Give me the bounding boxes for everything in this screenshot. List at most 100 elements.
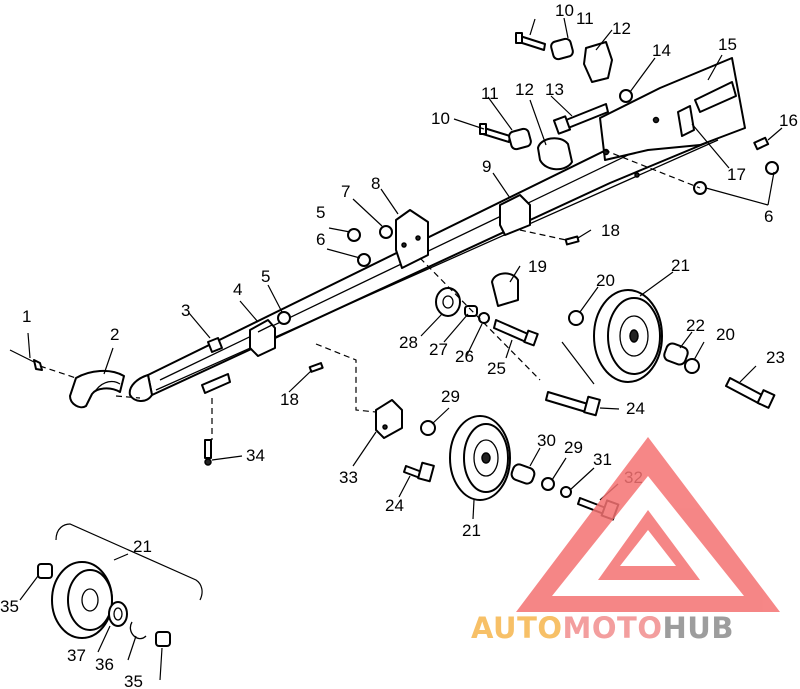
part-2-nose-cap — [69, 370, 125, 409]
callout-12: 12 — [612, 19, 631, 38]
callout-12: 12 — [515, 80, 534, 99]
watermark-moto: MOTO — [563, 611, 663, 645]
callout-10: 10 — [555, 1, 574, 20]
part-29-washer-right — [541, 477, 555, 491]
callout-21: 21 — [133, 537, 152, 556]
wheel-detail-inset — [37, 523, 203, 647]
callout-30: 30 — [537, 431, 556, 450]
callout-34: 34 — [246, 446, 265, 465]
part-9-bracket — [499, 194, 531, 236]
part-26-washer — [478, 312, 490, 324]
part-16-bolt — [753, 136, 770, 151]
callout-35: 35 — [0, 597, 19, 616]
callout-3: 3 — [181, 301, 190, 320]
part-30-sleeve — [510, 463, 536, 485]
part-19-bushing — [491, 272, 519, 307]
callout-24: 24 — [626, 399, 645, 418]
part-18-pin-rear — [564, 235, 580, 246]
part-8-bracket — [395, 209, 429, 269]
part-28-spacer — [435, 287, 461, 317]
callout-10: 10 — [431, 109, 450, 128]
callout-36: 36 — [95, 655, 114, 674]
callout-14: 14 — [652, 41, 671, 60]
callout-8: 8 — [371, 174, 380, 193]
part-23-bolt — [725, 377, 776, 409]
callout-37: 37 — [67, 646, 86, 665]
watermark-triangle-logo — [516, 437, 780, 612]
part-12-block-upper — [583, 41, 613, 83]
callout-11: 11 — [481, 84, 499, 103]
part-17-clip — [677, 105, 695, 137]
callout-23: 23 — [766, 348, 785, 367]
callout-9: 9 — [482, 157, 491, 176]
watermark-auto: AUTO — [471, 611, 563, 645]
callout-2: 2 — [110, 325, 119, 344]
part-6-nut-rear-b — [765, 161, 779, 175]
callout-4: 4 — [233, 280, 242, 299]
part-21-wheel-lower — [449, 415, 511, 501]
callout-20: 20 — [716, 325, 735, 344]
callout-35: 35 — [124, 672, 143, 689]
part-20-washer-upper — [568, 310, 584, 326]
callout-26: 26 — [455, 347, 474, 366]
part-4-bracket — [249, 319, 276, 357]
automotohub-watermark: AUTOMOTOHUB — [471, 437, 780, 645]
callout-18: 18 — [280, 390, 299, 409]
callout-28: 28 — [399, 333, 418, 352]
part-24-bolt-short — [403, 461, 435, 483]
callout-27: 27 — [429, 340, 448, 359]
svg-text:AUTOMOTOHUB: AUTOMOTOHUB — [471, 611, 734, 645]
callout-31: 31 — [593, 450, 612, 469]
part-18-pin-front — [308, 362, 324, 373]
part-3-clip — [207, 337, 223, 353]
callout-33: 33 — [339, 468, 358, 487]
callout-18: 18 — [601, 221, 620, 240]
part-29-washer-left — [420, 420, 436, 436]
callout-6: 6 — [764, 207, 773, 226]
callout-15: 15 — [718, 35, 737, 54]
leader-lines — [19, 17, 783, 681]
callout-13: 13 — [545, 80, 564, 99]
watermark-hub: HUB — [663, 611, 734, 645]
callout-24: 24 — [385, 496, 404, 515]
part-34-bolt — [204, 439, 212, 466]
part-7-nut — [379, 225, 393, 239]
callout-6: 6 — [316, 230, 325, 249]
callout-21: 21 — [462, 521, 481, 540]
watermark-triangle-inner — [598, 510, 700, 580]
part-33-bracket — [375, 399, 403, 439]
callout-5: 5 — [316, 203, 325, 222]
part-24-bolt-long — [545, 391, 601, 417]
part-31-washer — [560, 486, 572, 498]
callout-19: 19 — [528, 257, 547, 276]
part-12-block-lower — [537, 137, 573, 171]
part-5-nut-mid — [347, 228, 361, 242]
callout-5: 5 — [261, 267, 270, 286]
part-11-bushing-lower — [508, 127, 532, 151]
part-27-sleeve — [464, 305, 478, 317]
part-5-nut-front — [277, 311, 291, 325]
callout-7: 7 — [341, 182, 350, 201]
callout-21: 21 — [671, 256, 690, 275]
part-6-nut-mid — [357, 253, 371, 267]
callout-17: 17 — [727, 165, 746, 184]
callout-20: 20 — [596, 271, 615, 290]
callout-16: 16 — [779, 111, 798, 130]
callout-11: 11 — [576, 9, 594, 28]
callout-29: 29 — [441, 387, 460, 406]
part-11-bushing-upper — [550, 37, 574, 61]
callout-1: 1 — [22, 307, 31, 326]
part-25-bolt — [493, 319, 539, 347]
part-20-washer-lower — [684, 358, 700, 374]
part-22-spacer — [663, 342, 689, 366]
callout-25: 25 — [487, 359, 506, 378]
part-13-bolt — [552, 103, 609, 135]
part-21-wheel-upper — [593, 289, 663, 383]
part-10-bolt-lower — [479, 123, 511, 143]
part-14-washer — [619, 89, 633, 103]
part-1-screw — [9, 349, 43, 371]
callout-22: 22 — [686, 316, 705, 335]
part-10-bolt-upper — [515, 32, 546, 51]
